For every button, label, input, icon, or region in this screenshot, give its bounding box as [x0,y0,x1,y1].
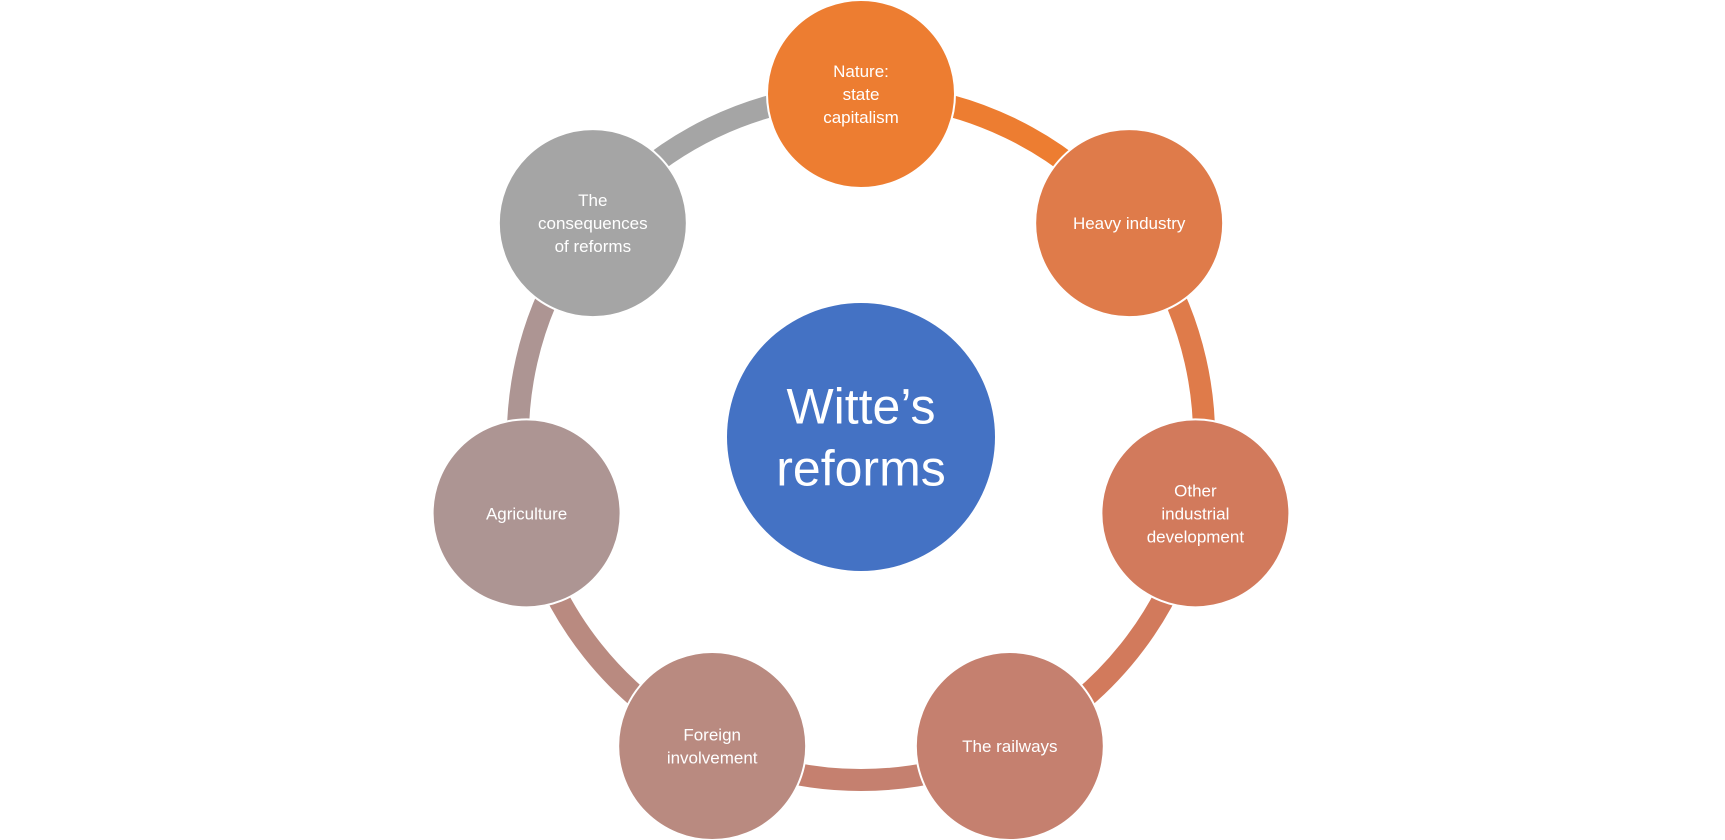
cycle-node[interactable]: Other industrial development [1100,418,1291,609]
node-label-line: capitalism [823,108,899,127]
center-circle [727,303,995,571]
node-label-line: The railways [962,737,1057,756]
node-label-line: Foreign [683,725,741,744]
cycle-node[interactable]: Nature: state capitalism [766,0,956,189]
cycle-node[interactable]: The railways [914,651,1105,840]
node-label-line: reforms [776,441,945,497]
node-label-line: state [843,85,880,104]
node-circle [914,651,1105,840]
node-label-line: Other [1174,481,1217,500]
node-circle [1034,128,1225,319]
node-circle [497,128,688,319]
node-label-line: Witte’s [786,379,935,435]
cycle-node[interactable]: Agriculture [431,418,622,609]
cycle-node[interactable]: The consequences of reforms [497,128,688,319]
cycle-node[interactable]: Foreign involvement [617,651,808,840]
center-node: Witte’s reforms [727,303,995,571]
node-label-line: development [1147,527,1245,546]
node-label-line: Nature: [833,62,889,81]
node-circle [766,0,956,189]
node-circle [431,418,622,609]
node-label-line: of reforms [555,237,632,256]
node-label-line: consequences [538,214,648,233]
node-label-line: Agriculture [486,504,567,523]
node-label-line: involvement [667,748,758,767]
node-circle [1100,418,1291,609]
node-label-line: industrial [1161,504,1229,523]
node-label-line: Heavy industry [1073,214,1186,233]
node-label-line: The [578,191,607,210]
node-circle [617,651,808,840]
cycle-node[interactable]: Heavy industry [1034,128,1225,319]
